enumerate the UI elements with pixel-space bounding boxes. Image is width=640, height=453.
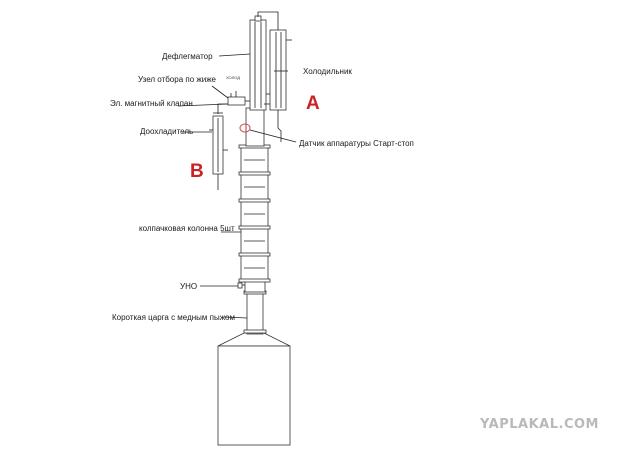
bubble-column-label: колпачковая колонна 5шт [139, 224, 235, 233]
takeoff-node-small-label: ХОЛОД [226, 75, 240, 80]
takeoff-node-label: Узел отбора по жиже [138, 75, 217, 84]
solenoid-valve-label: Эл. магнитный клапан [110, 99, 193, 108]
watermark: YAPLAKAL.COM [479, 417, 599, 432]
marker-a: A [306, 93, 320, 114]
uno-label: УНО [180, 282, 197, 291]
leader-lines [177, 53, 297, 319]
sensor-ring [239, 123, 251, 133]
cooler [257, 11, 292, 142]
dephlegmator [249, 15, 267, 111]
bubble-column [238, 144, 271, 283]
dephlegmator-label: Дефлегматор [162, 52, 213, 61]
short-section [243, 290, 267, 335]
aftercooler-label: Доохладитель [140, 127, 193, 136]
cooler-label: Холодильник [303, 67, 352, 76]
uno-node [237, 280, 266, 293]
sensor-label: Датчик аппаратуры Старт-стоп [299, 139, 414, 148]
marker-b: B [190, 161, 204, 182]
short-section-label: Короткая царга с медным пыжом [112, 313, 235, 322]
boiler [217, 332, 291, 446]
upper-pipe [245, 107, 265, 147]
